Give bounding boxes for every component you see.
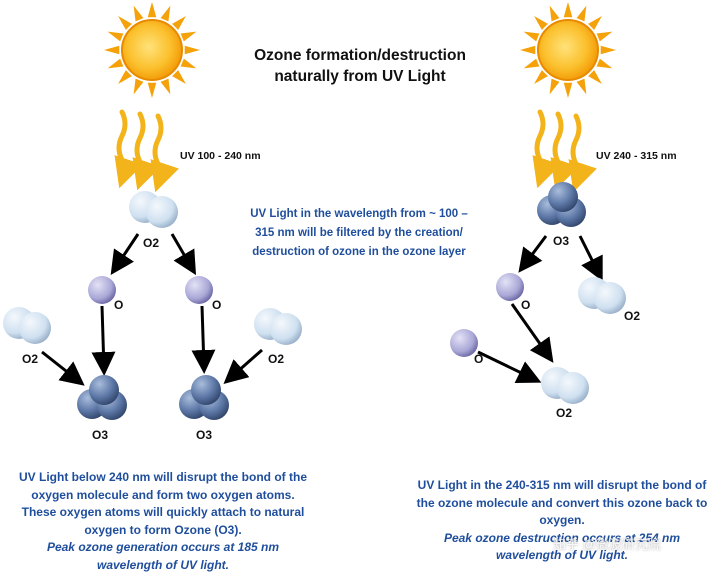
sun-ray [161, 6, 171, 22]
label-right-o2-bottom: O2 [556, 406, 572, 420]
sun-ray [118, 70, 132, 84]
label-left-o3-left: O3 [92, 428, 108, 442]
right-sun-icon [520, 2, 616, 98]
sun-ray [108, 32, 124, 42]
right-o2-bottom-molecule [541, 367, 589, 404]
left-caption: UV Light below 240 nm will disrupt the b… [4, 469, 322, 574]
left-o2-side-left-molecule [3, 307, 51, 344]
right-uv-label: UV 240 - 315 nm [596, 150, 677, 162]
title-line-1: Ozone formation/destruction [200, 45, 520, 66]
sun-ray [134, 6, 144, 22]
arrow-o2-to-o-left [114, 234, 138, 270]
sun-ray [601, 46, 616, 55]
arrow-o-to-o2-bottom [512, 304, 550, 358]
right-o-atom-left [496, 273, 524, 301]
right-caption-line-2: the ozone molecule and convert this ozon… [404, 495, 720, 513]
sun-ray [564, 83, 573, 98]
center-note-line-3: destruction of ozone in the ozone layer [228, 243, 490, 262]
left-o-atom-left [88, 276, 116, 304]
label-right-o3-top: O3 [553, 234, 569, 248]
label-right-o-left: O [521, 298, 530, 312]
sun-ray [588, 16, 602, 30]
sun-ray [108, 59, 124, 69]
right-o2-right-molecule [578, 277, 626, 314]
sun-ray [577, 6, 587, 22]
sun-ray [524, 32, 540, 42]
sun-ray [534, 16, 548, 30]
sun-ray [185, 46, 200, 55]
sun-ray [181, 59, 197, 69]
arrow-o3-to-o [522, 236, 546, 268]
right-uv-rays-icon [537, 112, 579, 178]
arrow-o2-side-left-to-o3 [42, 352, 80, 382]
arrow-o-left-to-o3 [102, 306, 104, 370]
sun-ray [148, 2, 157, 17]
title-line-2: naturally from UV Light [200, 66, 520, 87]
sun-ray [588, 70, 602, 84]
arrow-o3-to-o2 [580, 236, 600, 276]
sun-ray [550, 79, 560, 95]
label-left-o2-side-left: O2 [22, 352, 38, 366]
sun-ray [148, 83, 157, 98]
label-right-o2-right: O2 [624, 309, 640, 323]
sun-ray [118, 16, 132, 30]
arrow-o-incoming-to-o2 [478, 352, 536, 380]
sun-ray [172, 16, 186, 30]
arrow-o-right-to-o3 [202, 306, 204, 368]
right-caption-line-3: oxygen. [404, 512, 720, 530]
left-sun-icon [104, 2, 200, 98]
right-caption-line-1: UV Light in the 240-315 nm will disrupt … [404, 477, 720, 495]
left-uv-rays-icon [119, 112, 161, 178]
left-caption-line-5: Peak ozone generation occurs at 185 nm [4, 539, 322, 557]
sun-ray [161, 79, 171, 95]
sun-ray [104, 46, 119, 55]
left-o3-left-molecule [77, 375, 127, 420]
sun-ray [181, 32, 197, 42]
left-o2-side-right-molecule [254, 308, 302, 345]
sun-ray [534, 70, 548, 84]
label-left-o2-side-right: O2 [268, 352, 284, 366]
left-o-atom-right [185, 276, 213, 304]
label-right-o-incoming: O [474, 352, 483, 366]
left-uv-label: UV 100 - 240 nm [180, 150, 261, 162]
left-o2-top-molecule [129, 191, 178, 228]
left-o3-right-molecule [179, 375, 229, 420]
label-left-o-right: O [212, 298, 221, 312]
sun-ray [172, 70, 186, 84]
sun-ray [564, 2, 573, 17]
arrow-o2-side-right-to-o3 [228, 350, 262, 380]
sun-ray [520, 46, 535, 55]
center-note-line-2: 315 nm will be filtered by the creation/ [228, 224, 490, 243]
label-left-o-left: O [114, 298, 123, 312]
left-caption-line-3: These oxygen atoms will quickly attach t… [4, 504, 322, 522]
sun-ray [524, 59, 540, 69]
watermark: 知乎 @微波研究院 [553, 534, 661, 553]
diagram-title: Ozone formation/destruction naturally fr… [200, 45, 520, 87]
sun-ray [134, 79, 144, 95]
label-left-o2-top: O2 [143, 236, 159, 250]
arrow-o2-to-o-right [172, 234, 193, 270]
center-note-line-1: UV Light in the wavelength from ~ 100 – [228, 205, 490, 224]
left-caption-line-6: wavelength of UV light. [4, 557, 322, 574]
left-caption-line-1: UV Light below 240 nm will disrupt the b… [4, 469, 322, 487]
left-caption-line-4: oxygen to form Ozone (O3). [4, 522, 322, 540]
sun-ray [550, 6, 560, 22]
sun-ray [577, 79, 587, 95]
label-left-o3-right: O3 [196, 428, 212, 442]
center-note: UV Light in the wavelength from ~ 100 – … [228, 205, 490, 262]
left-caption-line-2: oxygen molecule and form two oxygen atom… [4, 487, 322, 505]
sun-ray [597, 59, 613, 69]
right-o3-top-molecule [537, 182, 586, 227]
sun-ray [597, 32, 613, 42]
